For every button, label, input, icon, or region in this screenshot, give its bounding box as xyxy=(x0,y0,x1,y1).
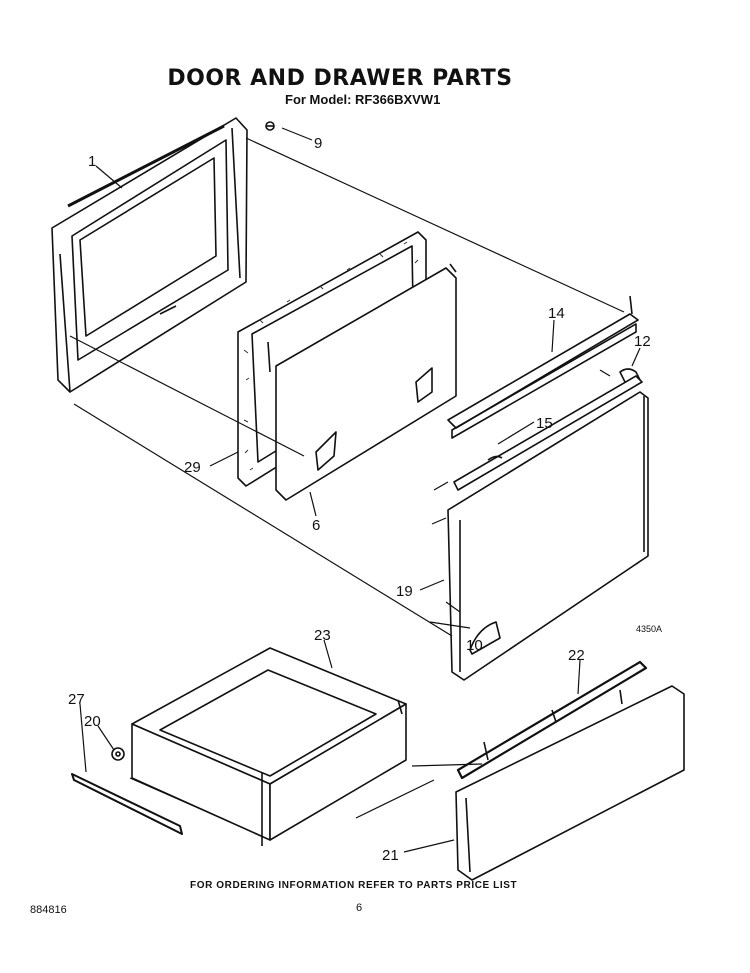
callout-20: 20 xyxy=(84,713,101,730)
page-number: 6 xyxy=(356,902,363,914)
page-title: DOOR AND DRAWER PARTS xyxy=(167,66,513,91)
door-handle[interactable] xyxy=(447,295,639,439)
outer-door-frame[interactable] xyxy=(51,117,248,393)
callout-21: 21 xyxy=(382,847,399,864)
alignment-lines xyxy=(69,137,625,823)
drawer-roller[interactable] xyxy=(111,747,125,761)
model-subtitle: For Model: RF366BXVW1 xyxy=(285,92,441,107)
callout-15: 15 xyxy=(536,415,553,432)
ordering-note: FOR ORDERING INFORMATION REFER TO PARTS … xyxy=(190,880,518,891)
callout-1: 1 xyxy=(88,153,96,170)
callout-labels: 1 9 14 12 15 29 6 19 10 23 22 27 20 21 xyxy=(68,135,651,864)
door-panel[interactable] xyxy=(447,375,649,681)
callout-19: 19 xyxy=(396,583,413,600)
document-number: 884816 xyxy=(30,904,67,916)
drawer-rail[interactable] xyxy=(71,773,183,835)
callout-29: 29 xyxy=(184,459,201,476)
callout-12: 12 xyxy=(634,333,651,350)
callout-27: 27 xyxy=(68,691,85,708)
inner-glass[interactable] xyxy=(267,263,457,501)
figure-code: 4350A xyxy=(636,624,663,634)
drawer-body[interactable] xyxy=(131,647,407,846)
callout-9: 9 xyxy=(314,135,322,152)
callout-6: 6 xyxy=(312,517,320,534)
screw-part[interactable] xyxy=(265,121,275,131)
callout-14: 14 xyxy=(548,305,565,322)
drawer-front-panel[interactable] xyxy=(455,685,685,881)
callout-10: 10 xyxy=(466,637,483,654)
callout-22: 22 xyxy=(568,647,585,664)
leader-lines xyxy=(79,127,641,853)
drawer-handle-strip[interactable] xyxy=(456,660,648,780)
callout-23: 23 xyxy=(314,627,331,644)
